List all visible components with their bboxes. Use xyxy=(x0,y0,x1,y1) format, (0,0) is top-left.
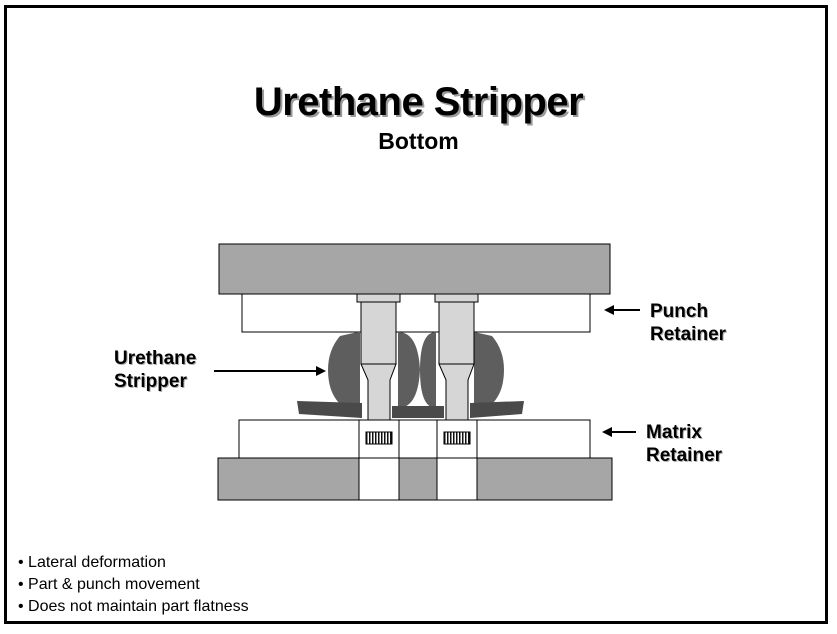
punch-retainer-plate xyxy=(241,293,591,333)
punch-right xyxy=(434,293,479,421)
part-strip-middle xyxy=(392,406,444,418)
part-strip-left xyxy=(297,401,362,418)
label-punch-retainer-line1: Punch xyxy=(650,301,709,322)
slug-right xyxy=(443,431,471,445)
label-punch-retainer-line2: Retainer xyxy=(650,324,727,345)
bullet-item: Lateral deformation xyxy=(18,552,249,574)
slug-channel-right xyxy=(436,457,478,501)
urethane-block-left xyxy=(328,332,360,408)
slide-subtitle: Bottom xyxy=(378,128,459,154)
part-strip-right xyxy=(470,401,524,418)
matrix-retainer-plate xyxy=(238,419,591,459)
slug-left xyxy=(365,431,393,445)
urethane-block-right xyxy=(474,332,504,408)
bullet-item: Part & punch movement xyxy=(18,574,249,596)
label-matrix-retainer-line1: Matrix xyxy=(646,422,702,443)
bottom-die-shoe-left xyxy=(217,457,360,501)
punch-left xyxy=(356,293,401,421)
bottom-die-shoe-right xyxy=(476,457,613,501)
arrow-matrix-retainer xyxy=(602,427,636,437)
slug-channel-left xyxy=(358,457,400,501)
arrow-punch-retainer xyxy=(604,305,640,315)
top-die-shoe xyxy=(218,243,611,295)
arrow-urethane-stripper xyxy=(214,366,326,376)
slide-title: Urethane Stripper xyxy=(253,80,584,124)
label-matrix-retainer: Matrix Retainer xyxy=(646,421,722,467)
label-matrix-retainer-line2: Retainer xyxy=(646,445,723,466)
label-urethane-stripper-line2: Stripper xyxy=(114,371,187,392)
bullet-item: Does not maintain part flatness xyxy=(18,596,249,618)
label-punch-retainer: Punch Retainer xyxy=(650,300,726,346)
bottom-die-shoe-middle xyxy=(398,457,438,501)
urethane-block-middle xyxy=(398,332,436,408)
label-urethane-stripper-line1: Urethane xyxy=(114,348,197,369)
label-urethane-stripper: Urethane Stripper xyxy=(114,347,196,393)
bullet-list: Lateral deformation Part & punch movemen… xyxy=(18,552,249,618)
